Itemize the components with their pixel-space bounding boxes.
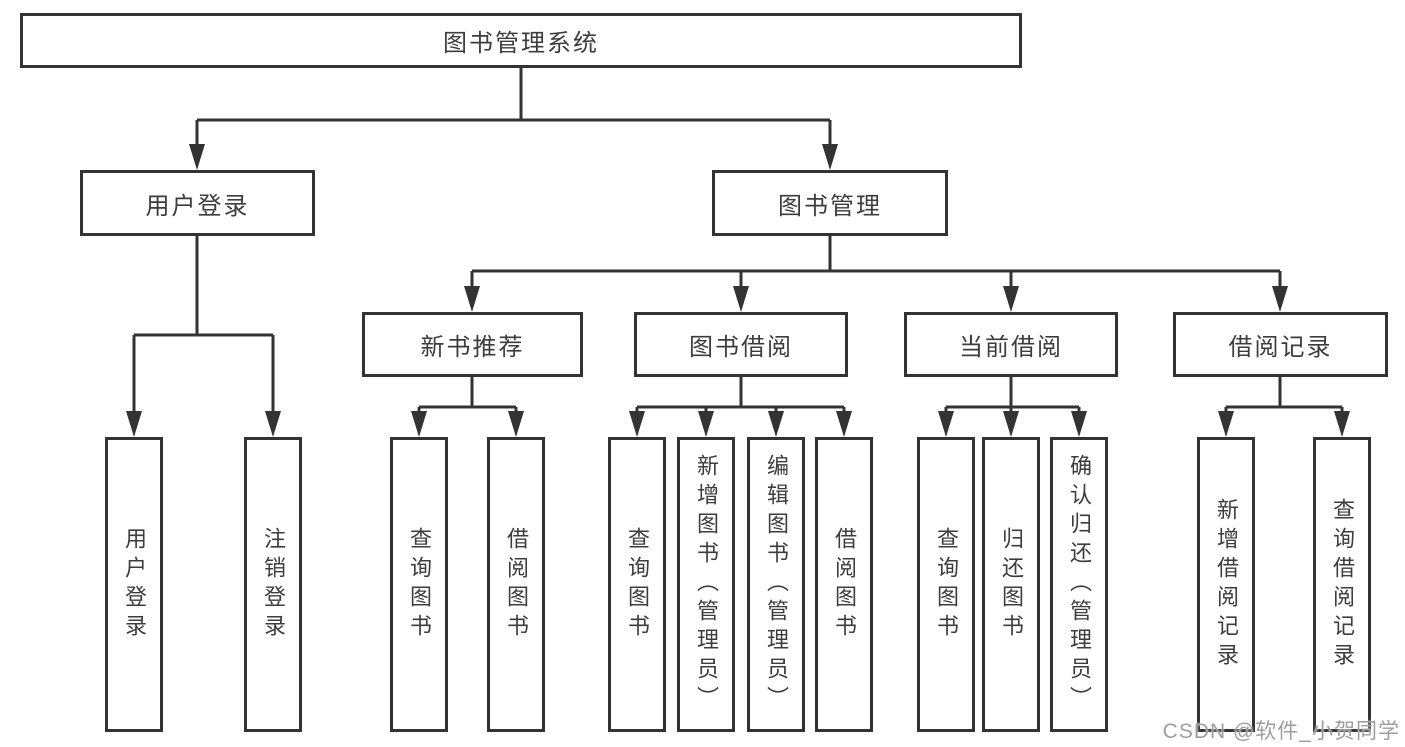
- arrowhead: [629, 411, 645, 437]
- leaf-return-books: 归还图书: [982, 437, 1040, 732]
- leaf-label: 新增图书（管理员）: [694, 454, 719, 715]
- leaf-label: 查询借阅记录: [1330, 497, 1355, 672]
- leaf-add-borrow-record: 新增借阅记录: [1197, 437, 1255, 732]
- leaf-label: 借阅图书: [504, 526, 529, 643]
- connector-records-to-leaves: [1218, 377, 1350, 437]
- node-borrow-records: 借阅记录: [1173, 312, 1388, 377]
- leaf-label: 用户登录: [122, 526, 147, 643]
- leaf-label: 编辑图书（管理员）: [764, 454, 789, 715]
- leaf-label: 查询图书: [625, 526, 650, 643]
- arrowhead: [1071, 411, 1087, 437]
- arrowhead: [822, 144, 838, 170]
- leaf-logout: 注销登录: [244, 437, 302, 732]
- arrowhead: [1003, 411, 1019, 437]
- node-book-borrow: 图书借阅: [634, 312, 848, 377]
- arrowhead: [189, 144, 205, 170]
- connector-borrow-to-leaves: [629, 377, 852, 437]
- arrowhead: [126, 411, 142, 437]
- arrowhead: [464, 286, 480, 312]
- arrowhead: [733, 286, 749, 312]
- leaf-label: 借阅图书: [832, 526, 857, 643]
- node-current-borrow: 当前借阅: [904, 312, 1118, 377]
- leaf-query-borrow-record: 查询借阅记录: [1313, 437, 1371, 732]
- connector-book-mgmt-to-level2: [464, 236, 1288, 312]
- leaf-label: 新增借阅记录: [1214, 497, 1239, 672]
- arrowhead: [836, 411, 852, 437]
- node-book-management: 图书管理: [712, 170, 948, 236]
- connector-root-to-level1: [189, 68, 838, 170]
- leaf-query-books-borrow: 查询图书: [608, 437, 666, 732]
- leaf-query-books-current: 查询图书: [917, 437, 975, 732]
- connector-user-login-to-leaves: [126, 236, 281, 437]
- arrowhead: [265, 411, 281, 437]
- leaf-edit-books-admin: 编辑图书（管理员）: [747, 437, 805, 732]
- node-user-login: 用户登录: [80, 170, 315, 236]
- leaf-label: 注销登录: [261, 526, 286, 643]
- leaf-label: 查询图书: [934, 526, 959, 643]
- connector-current-to-leaves: [938, 377, 1087, 437]
- arrowhead: [1334, 411, 1350, 437]
- arrowhead: [411, 411, 427, 437]
- leaf-query-books-recommend: 查询图书: [390, 437, 448, 732]
- arrowhead: [1218, 411, 1234, 437]
- arrowhead: [938, 411, 954, 437]
- arrowhead: [768, 411, 784, 437]
- leaf-add-books-admin: 新增图书（管理员）: [677, 437, 735, 732]
- leaf-borrow-books-recommend: 借阅图书: [487, 437, 545, 732]
- leaf-label: 确认归还（管理员）: [1067, 454, 1092, 715]
- node-new-book-recommend: 新书推荐: [362, 312, 583, 377]
- leaf-borrow-books: 借阅图书: [815, 437, 873, 732]
- arrowhead: [698, 411, 714, 437]
- arrowhead: [1272, 286, 1288, 312]
- leaf-label: 查询图书: [407, 526, 432, 643]
- leaf-confirm-return-admin: 确认归还（管理员）: [1050, 437, 1108, 732]
- leaf-user-login: 用户登录: [105, 437, 163, 732]
- node-system-root: 图书管理系统: [20, 13, 1022, 68]
- connector-new-books-to-leaves: [411, 377, 524, 437]
- arrowhead: [1003, 286, 1019, 312]
- arrowhead: [508, 411, 524, 437]
- leaf-label: 归还图书: [999, 526, 1024, 643]
